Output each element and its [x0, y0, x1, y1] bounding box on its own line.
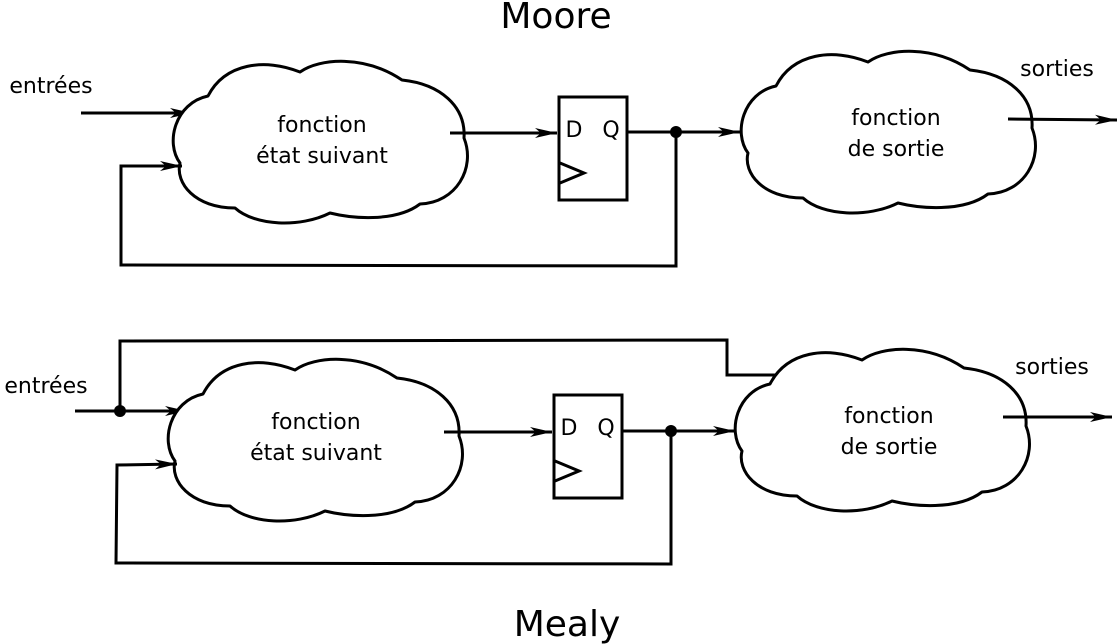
mealy-outputs-label: sorties	[1015, 355, 1089, 380]
moore-inputs-label: entrées	[9, 74, 92, 99]
mealy-clock-triangle	[554, 459, 583, 483]
moore-output-arrow	[1007, 114, 1118, 125]
mealy-output-label-1: fonction	[844, 404, 933, 429]
mealy-ff-q: Q	[597, 416, 614, 441]
mealy-next-state-label-2: état suivant	[250, 441, 382, 466]
moore-clock-triangle	[559, 161, 588, 185]
mealy-feedback-arrow	[114, 431, 673, 566]
mealy-d-flipflop: D Q	[552, 393, 624, 500]
moore-output-label-2: de sortie	[848, 137, 945, 162]
mealy-ff-d: D	[561, 416, 578, 441]
mealy-output-cloud: fonction de sortie	[733, 347, 1031, 513]
mealy-next-state-label-1: fonction	[271, 410, 360, 435]
moore-ff-q: Q	[602, 118, 619, 143]
mealy-input-to-output-arrow	[118, 338, 805, 411]
mealy-next-state-cloud: fonction état suivant	[166, 357, 464, 523]
moore-output-label-1: fonction	[851, 106, 940, 131]
moore-output-cloud: fonction de sortie	[739, 49, 1037, 215]
moore-d-flipflop: D Q	[557, 95, 629, 202]
moore-next-state-label-1: fonction	[277, 113, 366, 138]
mealy-title: Mealy	[514, 604, 621, 644]
moore-outputs-label: sorties	[1020, 57, 1094, 82]
moore-ff-d: D	[566, 118, 583, 143]
mealy-output-label-2: de sortie	[841, 435, 938, 460]
moore-feedback-arrow	[119, 132, 678, 268]
moore-title: Moore	[500, 0, 611, 37]
mealy-machine: entrées fonction état suivant D Q foncti…	[4, 338, 1112, 644]
moore-machine: Moore entrées fonction état suivant D Q …	[9, 0, 1118, 268]
moore-next-state-label-2: état suivant	[256, 144, 388, 169]
moore-next-state-cloud: fonction état suivant	[171, 59, 469, 225]
mealy-inputs-label: entrées	[4, 374, 87, 399]
